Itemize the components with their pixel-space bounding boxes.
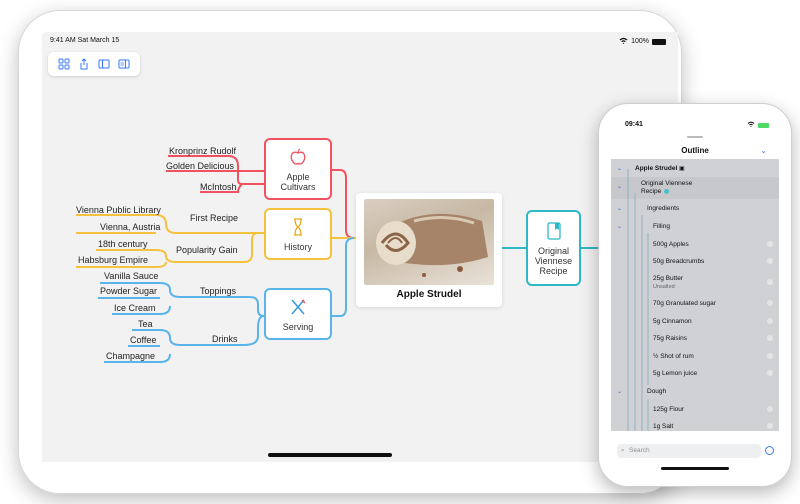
leaf-champagne[interactable]: Champagne: [106, 351, 156, 361]
chevron-down-icon[interactable]: ⌄: [617, 184, 623, 190]
hourglass-icon: [288, 217, 308, 242]
checkbox[interactable]: [767, 318, 773, 324]
outline-row-note: Unsalted: [653, 284, 675, 290]
leaf-habsburg-empire[interactable]: Habsburg Empire: [78, 255, 149, 265]
center-node[interactable]: Apple Strudel: [356, 193, 502, 307]
iphone-battery-icon: [758, 122, 769, 128]
wifi-icon: [619, 37, 628, 46]
ipad-status-bar: 9:41 AM Sat March 15 100%: [42, 32, 678, 50]
outline-row-text: Original Viennese: [641, 180, 693, 187]
search-icon: ⌕: [621, 447, 625, 454]
iphone-wifi-icon: [747, 121, 755, 129]
leaf-ice-cream[interactable]: Ice Cream: [114, 303, 156, 313]
chevron-down-icon[interactable]: ⌄: [760, 146, 767, 155]
outline-row-text: Filling: [653, 223, 670, 230]
iphone-status-right: [747, 121, 769, 129]
checkbox[interactable]: [767, 258, 773, 264]
checkbox[interactable]: [767, 335, 773, 341]
outline-row-text: ½ Shot of rum: [653, 353, 694, 360]
status-dot: [664, 189, 669, 194]
node-apple-cultivars-line2: Cultivars: [280, 181, 316, 192]
apple-icon: [288, 147, 308, 172]
outline-row-text: 25g Butter: [653, 275, 683, 282]
chevron-down-icon[interactable]: ⌄: [617, 166, 623, 172]
leaf-powder-sugar[interactable]: Powder Sugar: [100, 286, 158, 296]
outline-row-text: 1g Salt: [653, 423, 674, 430]
iphone-screen: 09:41 Outline ⌄ ⌄ Apple Strudel ▣ ⌄ Orig…: [611, 113, 779, 477]
iphone-home-indicator: [661, 467, 729, 470]
node-original-line1: Original: [537, 245, 569, 256]
chevron-down-icon[interactable]: ⌄: [617, 389, 623, 395]
checkbox[interactable]: [767, 300, 773, 306]
outline-row-text: 70g Granulated sugar: [653, 300, 716, 307]
outline-list: ⌄ Apple Strudel ▣ ⌄ Original Viennese Re…: [611, 159, 779, 431]
node-apple-cultivars-line1: Apple: [286, 171, 310, 182]
utensils-icon: [288, 297, 308, 322]
outline-row-text: 5g Lemon juice: [653, 370, 698, 377]
outline-row-text-line2: Recipe: [641, 188, 662, 195]
leaf-tea[interactable]: Tea: [138, 319, 153, 329]
leaf-mcintosh[interactable]: McIntosh: [200, 182, 237, 192]
search-placeholder: Search: [629, 447, 650, 454]
outline-row-text: Ingredients: [647, 205, 680, 212]
checkbox[interactable]: [767, 241, 773, 247]
outline-row-text: 500g Apples: [653, 241, 689, 248]
node-serving[interactable]: Serving: [264, 288, 332, 340]
sidebar-icon[interactable]: [97, 57, 111, 71]
leaf-vanilla-sauce[interactable]: Vanilla Sauce: [104, 271, 159, 281]
checkbox[interactable]: [767, 279, 773, 285]
leaf-vienna-public-library[interactable]: Vienna Public Library: [76, 205, 161, 215]
checkbox[interactable]: [767, 406, 773, 412]
chevron-down-icon[interactable]: ⌄: [617, 206, 623, 212]
node-history[interactable]: History: [264, 208, 332, 260]
leaf-vienna-austria[interactable]: Vienna, Austria: [100, 222, 161, 232]
sheet-grabber[interactable]: [687, 136, 703, 138]
grid-icon[interactable]: [57, 57, 71, 71]
leaf-18th-century[interactable]: 18th century: [98, 239, 148, 249]
subtopic-first-recipe[interactable]: First Recipe: [190, 213, 239, 223]
outline-guides: [611, 169, 779, 431]
ipad-home-indicator: [268, 453, 392, 457]
subtopic-drinks[interactable]: Drinks: [212, 334, 238, 344]
image-badge-icon: ▣: [679, 166, 685, 172]
outline-panel-icon[interactable]: [117, 57, 131, 71]
node-original-line2: Viennese: [534, 255, 573, 266]
canvas-toolbar: [48, 52, 140, 76]
center-title: Apple Strudel: [396, 289, 462, 300]
outline-row-text: 5g Cinnamon: [653, 318, 692, 325]
subtopic-popularity-gain[interactable]: Popularity Gain: [176, 245, 238, 255]
checkbox[interactable]: [767, 370, 773, 376]
chevron-down-icon[interactable]: ⌄: [617, 224, 623, 230]
node-serving-label: Serving: [282, 321, 314, 332]
iphone-status-time: 09:41: [625, 121, 643, 128]
outline-title: Outline: [681, 146, 709, 155]
outline-row-text: Dough: [647, 388, 667, 395]
iphone-status-bar: 09:41: [611, 113, 779, 133]
battery-percent: 100%: [631, 38, 649, 45]
status-time: 9:41 AM Sat March 15: [50, 37, 120, 44]
outline-row-text: 75g Raisins: [653, 335, 687, 342]
leaf-coffee[interactable]: Coffee: [130, 335, 157, 345]
search-input[interactable]: ⌕ Search: [617, 444, 761, 458]
share-icon[interactable]: [77, 57, 91, 71]
filter-icon[interactable]: [765, 446, 774, 455]
subtopic-toppings[interactable]: Toppings: [200, 286, 237, 296]
checkbox[interactable]: [767, 353, 773, 359]
mindmap-connectors: [76, 155, 602, 363]
outline-row-text: 125g Flour: [653, 406, 685, 413]
node-original-recipe[interactable]: Original Viennese Recipe: [526, 210, 581, 286]
ipad-screen: 9:41 AM Sat March 15 100%: [42, 32, 678, 462]
leaf-golden-delicious[interactable]: Golden Delicious: [166, 161, 235, 171]
book-icon: [544, 221, 564, 246]
node-apple-cultivars[interactable]: Apple Cultivars: [264, 138, 332, 200]
checkbox[interactable]: [767, 423, 773, 429]
node-history-label: History: [283, 241, 312, 252]
strudel-photo: [364, 199, 494, 285]
battery-icon: [652, 38, 666, 45]
outline-row-text: 50g Breadcrumbs: [653, 258, 705, 265]
outline-row-text: Apple Strudel: [635, 165, 678, 172]
status-right: 100%: [619, 37, 666, 46]
leaf-kronprinz-rudolf[interactable]: Kronprinz Rudolf: [169, 146, 237, 156]
node-original-line3: Recipe: [539, 265, 568, 276]
